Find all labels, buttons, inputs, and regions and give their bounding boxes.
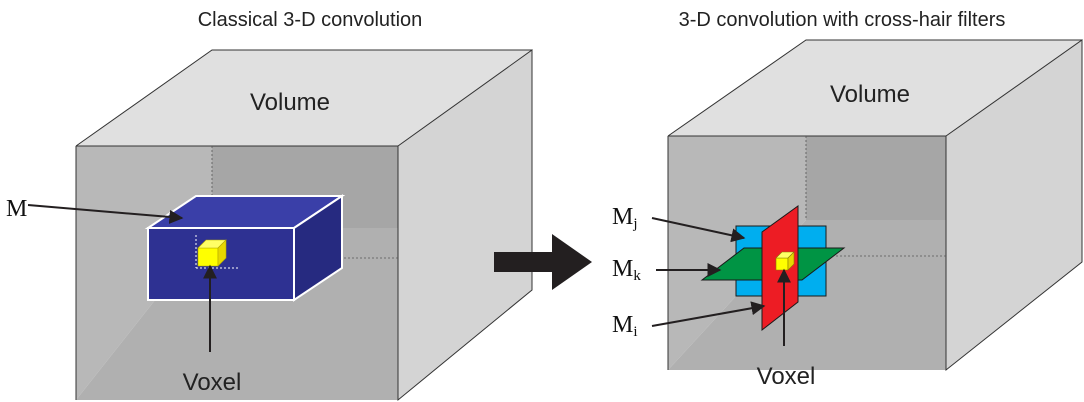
label-mj-sub: j <box>632 216 637 232</box>
arrow-mi <box>651 301 766 327</box>
left-panel-title: Classical 3-D convolution <box>198 9 423 31</box>
crosshair-filters <box>700 205 846 332</box>
left-filter-box <box>144 194 346 302</box>
svg-text:Mk: Mk <box>612 256 641 284</box>
label-mj-base: M <box>612 204 633 230</box>
right-voxel-label: Voxel <box>757 363 816 390</box>
svg-text:Mj: Mj <box>612 204 638 232</box>
label-mi-sub: i <box>633 324 637 340</box>
label-mk: Mk <box>612 256 722 284</box>
left-filter-label: M <box>6 196 27 222</box>
svg-text:Mi: Mi <box>612 312 638 340</box>
right-panel-title: 3-D convolution with cross-hair filters <box>679 9 1006 31</box>
left-cube-top <box>76 50 532 146</box>
right-volume-cube: Volume <box>667 39 1083 372</box>
arrow-mj <box>651 217 746 243</box>
left-volume-label: Volume <box>250 89 330 116</box>
left-panel: Classical 3-D convolution Volume <box>6 9 533 402</box>
transition-arrow <box>494 234 592 290</box>
left-filter-arrow <box>27 204 184 224</box>
label-mk-base: M <box>612 256 633 282</box>
right-volume-label: Volume <box>830 81 910 108</box>
label-mk-sub: k <box>633 268 641 284</box>
label-mj: Mj <box>612 204 746 243</box>
label-mi-base: M <box>612 312 633 338</box>
right-panel: 3-D convolution with cross-hair filters … <box>612 9 1083 390</box>
label-mi: Mi <box>612 301 766 340</box>
left-voxel-label: Voxel <box>183 369 242 396</box>
right-voxel-cube <box>775 257 789 271</box>
left-voxel-cube <box>197 247 219 267</box>
